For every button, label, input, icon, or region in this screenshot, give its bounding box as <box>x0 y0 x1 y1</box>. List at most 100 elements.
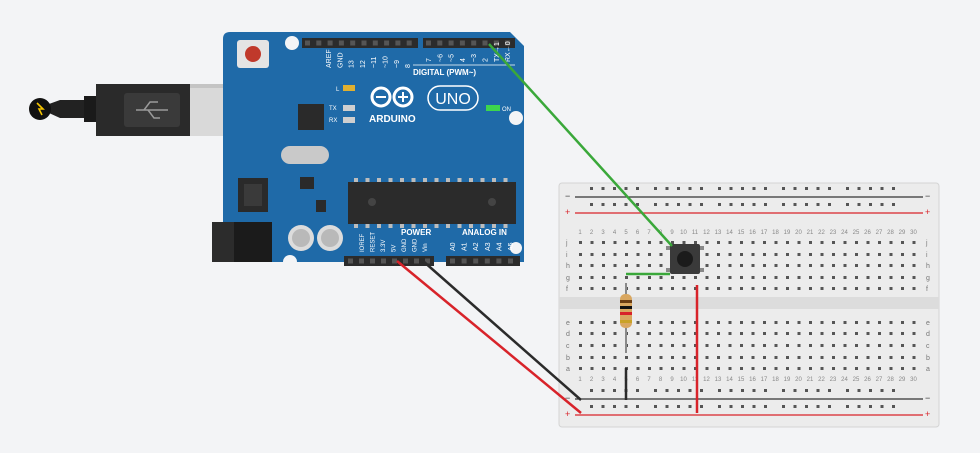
breadboard-hole[interactable] <box>741 187 744 190</box>
breadboard-hole[interactable] <box>694 367 697 370</box>
breadboard-hole[interactable] <box>602 253 605 256</box>
breadboard-hole[interactable] <box>797 264 801 267</box>
breadboard-hole[interactable] <box>832 367 835 370</box>
breadboard-hole[interactable] <box>751 253 755 256</box>
breadboard-hole[interactable] <box>901 276 904 279</box>
breadboard-hole[interactable] <box>809 253 812 256</box>
breadboard-hole[interactable] <box>728 332 732 335</box>
breadboard-hole[interactable] <box>636 187 639 190</box>
breadboard-hole[interactable] <box>579 344 582 347</box>
breadboard-hole[interactable] <box>601 203 605 206</box>
breadboard-hole[interactable] <box>636 332 640 335</box>
power-header[interactable] <box>344 256 434 266</box>
breadboard-hole[interactable] <box>786 344 789 347</box>
breadboard-hole[interactable] <box>774 253 778 256</box>
breadboard-hole[interactable] <box>590 389 593 392</box>
breadboard-hole[interactable] <box>705 241 709 244</box>
breadboard-hole[interactable] <box>659 332 663 335</box>
breadboard-hole[interactable] <box>793 405 797 408</box>
breadboard-hole[interactable] <box>820 276 824 279</box>
breadboard-hole[interactable] <box>688 187 692 190</box>
breadboard-hole[interactable] <box>797 276 801 279</box>
breadboard-hole[interactable] <box>751 241 755 244</box>
breadboard-hole[interactable] <box>901 344 904 347</box>
breadboard-hole[interactable] <box>889 287 893 290</box>
breadboard-hole[interactable] <box>717 344 720 347</box>
breadboard-hole[interactable] <box>636 367 640 370</box>
breadboard-hole[interactable] <box>717 241 720 244</box>
analog-header[interactable] <box>446 256 520 266</box>
header-pin[interactable] <box>392 258 397 264</box>
breadboard-hole[interactable] <box>659 356 663 359</box>
breadboard-hole[interactable] <box>855 344 858 347</box>
breadboard-hole[interactable] <box>782 187 785 190</box>
breadboard-hole[interactable] <box>705 264 709 267</box>
breadboard-hole[interactable] <box>846 203 849 206</box>
breadboard-hole[interactable] <box>671 356 674 359</box>
breadboard-hole[interactable] <box>782 203 785 206</box>
breadboard-hole[interactable] <box>741 405 744 408</box>
breadboard-hole[interactable] <box>677 187 680 190</box>
breadboard-hole[interactable] <box>590 253 594 256</box>
header-pin[interactable] <box>459 40 465 46</box>
breadboard-hole[interactable] <box>912 276 916 279</box>
header-pin[interactable] <box>372 40 378 46</box>
breadboard-hole[interactable] <box>763 253 766 256</box>
breadboard-hole[interactable] <box>659 287 663 290</box>
breadboard-hole[interactable] <box>602 321 605 324</box>
breadboard-hole[interactable] <box>613 356 617 359</box>
breadboard-hole[interactable] <box>889 344 893 347</box>
header-pin[interactable] <box>350 40 356 46</box>
breadboard-hole[interactable] <box>809 332 812 335</box>
breadboard-hole[interactable] <box>740 332 743 335</box>
breadboard-hole[interactable] <box>654 405 657 408</box>
breadboard-hole[interactable] <box>700 203 703 206</box>
breadboard-hole[interactable] <box>793 389 797 392</box>
breadboard-hole[interactable] <box>846 187 849 190</box>
breadboard-hole[interactable] <box>602 356 605 359</box>
breadboard-hole[interactable] <box>717 253 720 256</box>
breadboard-hole[interactable] <box>718 203 721 206</box>
header-pin[interactable] <box>496 258 502 264</box>
breadboard-hole[interactable] <box>866 344 870 347</box>
header-pin[interactable] <box>450 258 455 264</box>
breadboard-hole[interactable] <box>579 287 582 290</box>
breadboard-hole[interactable] <box>805 405 808 408</box>
breadboard-hole[interactable] <box>654 203 657 206</box>
breadboard-hole[interactable] <box>880 405 884 408</box>
breadboard-hole[interactable] <box>878 276 881 279</box>
breadboard-hole[interactable] <box>636 276 640 279</box>
breadboard-hole[interactable] <box>816 187 820 190</box>
breadboard-hole[interactable] <box>705 356 709 359</box>
breadboard-hole[interactable] <box>625 264 628 267</box>
breadboard-hole[interactable] <box>857 405 861 408</box>
breadboard-hole[interactable] <box>717 264 720 267</box>
breadboard-hole[interactable] <box>636 321 640 324</box>
breadboard-hole[interactable] <box>878 356 881 359</box>
breadboard-hole[interactable] <box>892 389 895 392</box>
breadboard-hole[interactable] <box>648 321 651 324</box>
breadboard-hole[interactable] <box>729 405 733 408</box>
breadboard-hole[interactable] <box>901 356 904 359</box>
breadboard-hole[interactable] <box>797 332 801 335</box>
breadboard-hole[interactable] <box>636 344 640 347</box>
wire-gnd-to-minus-rail[interactable] <box>422 260 582 401</box>
breadboard-hole[interactable] <box>820 321 824 324</box>
breadboard-hole[interactable] <box>832 253 835 256</box>
breadboard-hole[interactable] <box>843 321 847 324</box>
breadboard-hole[interactable] <box>828 203 831 206</box>
breadboard-hole[interactable] <box>648 344 651 347</box>
breadboard-hole[interactable] <box>682 332 686 335</box>
breadboard-hole[interactable] <box>613 389 616 392</box>
breadboard-hole[interactable] <box>763 367 766 370</box>
breadboard-hole[interactable] <box>793 187 797 190</box>
breadboard-hole[interactable] <box>880 187 884 190</box>
breadboard-hole[interactable] <box>717 276 720 279</box>
breadboard-hole[interactable] <box>878 241 881 244</box>
header-pin[interactable] <box>461 258 467 264</box>
breadboard-hole[interactable] <box>820 344 824 347</box>
breadboard-hole[interactable] <box>892 203 895 206</box>
breadboard-hole[interactable] <box>869 405 872 408</box>
header-pin[interactable] <box>338 40 344 46</box>
breadboard-hole[interactable] <box>636 287 640 290</box>
